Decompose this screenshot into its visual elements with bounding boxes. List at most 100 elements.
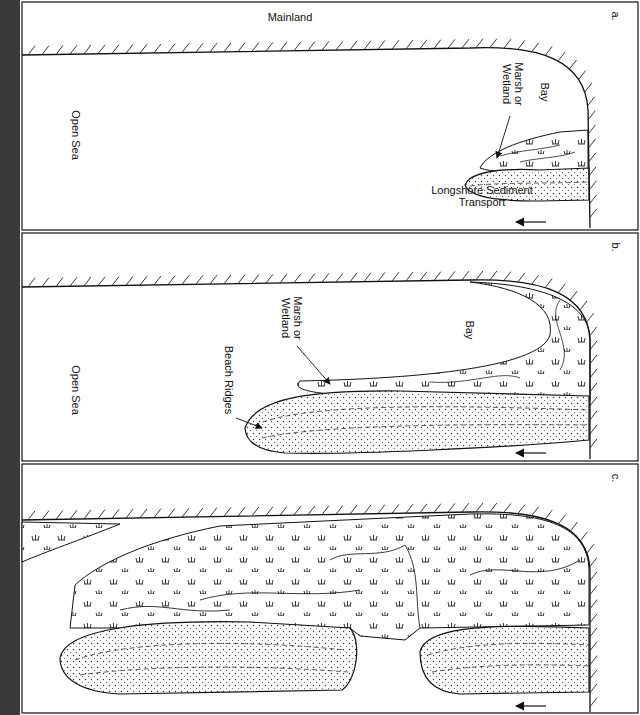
hatch-stroke xyxy=(462,39,469,48)
hatch-stroke xyxy=(420,272,427,281)
hatch-stroke xyxy=(266,42,273,51)
hatch-stroke xyxy=(126,276,133,285)
hatch-stroke xyxy=(590,355,597,364)
hatch-stroke xyxy=(308,42,315,51)
hatch-stroke xyxy=(406,504,413,513)
hatch-stroke xyxy=(590,670,597,679)
hatch-stroke xyxy=(545,279,552,288)
feature-label: Beach Ridges xyxy=(223,335,235,425)
hatch-stroke xyxy=(588,125,595,134)
hatch-stroke xyxy=(504,272,511,281)
hatch-stroke xyxy=(518,273,525,282)
hatch-stroke xyxy=(558,284,565,293)
feature-label: Bay xyxy=(539,72,551,112)
feature-label: Marsh or Wetland xyxy=(280,292,304,344)
process-label: Longshore Sediment Transport xyxy=(427,184,537,208)
hatch-stroke xyxy=(364,273,371,282)
hatch-stroke xyxy=(196,43,203,52)
hatch-stroke xyxy=(590,684,597,693)
hatch-stroke xyxy=(112,509,119,518)
hatch-stroke xyxy=(518,40,525,49)
marsh-channel xyxy=(120,545,580,628)
panel-letter: b. xyxy=(610,232,622,262)
hatch-stroke xyxy=(42,46,49,55)
hatch-stroke xyxy=(210,275,217,284)
hatch-stroke xyxy=(350,41,357,50)
hatch-stroke xyxy=(589,167,596,176)
hatch-stroke xyxy=(336,505,343,514)
hatch-stroke xyxy=(252,42,259,51)
marsh-area xyxy=(480,130,588,172)
leader-line xyxy=(497,116,510,158)
hatch-stroke xyxy=(42,511,49,520)
hatch-stroke xyxy=(308,274,315,283)
hatch-stroke xyxy=(140,509,147,518)
hatch-stroke xyxy=(98,510,105,519)
hatch-stroke xyxy=(378,505,385,514)
hatch-stroke xyxy=(545,510,552,519)
coastline xyxy=(22,280,590,459)
region-label: Mainland xyxy=(230,11,350,23)
hatch-stroke xyxy=(140,276,147,285)
hatch-stroke xyxy=(154,276,161,285)
hatch-stroke xyxy=(588,97,595,106)
hatch-stroke xyxy=(182,508,189,517)
hatch-stroke xyxy=(532,43,539,52)
hatch-stroke xyxy=(590,558,597,567)
panel-letter: a. xyxy=(610,1,622,31)
hatch-stroke xyxy=(490,39,497,48)
hatch-stroke xyxy=(168,508,175,517)
hatch-stroke xyxy=(590,642,597,651)
hatch-stroke xyxy=(558,515,565,524)
hatch-stroke xyxy=(70,45,77,54)
hatch-stroke xyxy=(434,40,441,49)
hatch-stroke xyxy=(448,39,455,48)
hatch-stroke xyxy=(56,45,63,54)
leader-line xyxy=(236,418,262,428)
hatch-stroke xyxy=(590,600,597,609)
hatch-stroke xyxy=(210,508,217,517)
hatch-stroke xyxy=(28,46,35,55)
region-label: Open Sea xyxy=(70,90,82,180)
hatch-stroke xyxy=(210,43,217,52)
hatch-stroke xyxy=(70,277,77,286)
hatch-stroke xyxy=(42,278,49,287)
hatch-stroke xyxy=(112,45,119,54)
hatch-stroke xyxy=(336,273,343,282)
hatch-stroke xyxy=(196,275,203,284)
hatch-stroke xyxy=(579,71,586,80)
hatch-stroke xyxy=(294,506,301,515)
feature-label: Bay xyxy=(464,310,476,350)
hatch-stroke xyxy=(570,522,577,531)
leader-line xyxy=(297,346,330,384)
panel-letter: c. xyxy=(610,463,622,493)
hatch-stroke xyxy=(224,507,231,516)
transport-arrow xyxy=(516,705,546,706)
hatch-stroke xyxy=(504,503,511,512)
marsh-channel xyxy=(500,145,575,162)
hatch-stroke xyxy=(545,46,552,55)
hatch-stroke xyxy=(590,341,597,350)
hatch-stroke xyxy=(590,572,597,581)
hatch-stroke xyxy=(378,272,385,281)
hatch-stroke xyxy=(350,505,357,514)
hatch-stroke xyxy=(294,42,301,51)
spit xyxy=(245,391,589,453)
hatch-stroke xyxy=(238,275,245,284)
beach-ridge xyxy=(75,643,589,675)
beach-ridge xyxy=(255,407,589,438)
hatch-stroke xyxy=(224,275,231,284)
hatch-stroke xyxy=(308,506,315,515)
hatch-stroke xyxy=(406,40,413,49)
page-ground xyxy=(20,0,640,715)
hatch-stroke xyxy=(182,44,189,53)
hatch-stroke xyxy=(490,271,497,280)
hatch-stroke xyxy=(518,505,525,514)
hatch-stroke xyxy=(476,39,483,48)
hatch-stroke xyxy=(590,383,597,392)
hatch-stroke xyxy=(476,503,483,512)
hatch-stroke xyxy=(322,41,329,50)
hatch-stroke xyxy=(434,504,441,513)
coast-hatching xyxy=(28,39,597,707)
